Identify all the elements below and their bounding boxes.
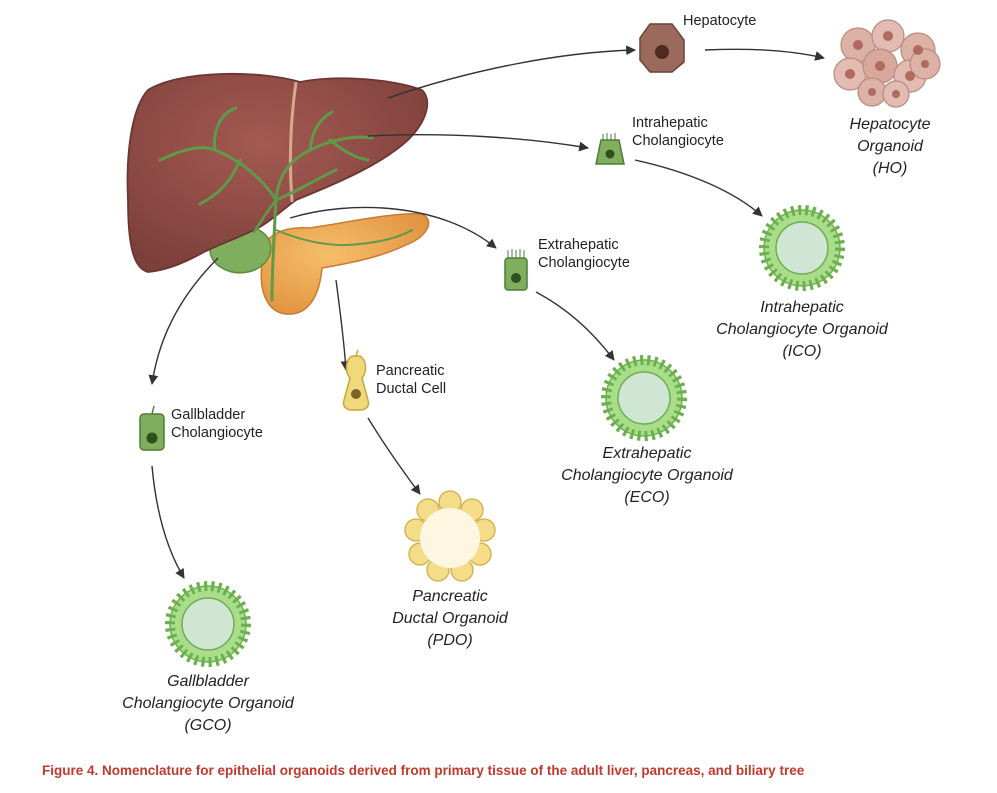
organ-illustration xyxy=(126,72,430,315)
hepatocyte-organoid-icon xyxy=(833,19,941,108)
falciform-ligament xyxy=(288,81,298,203)
ductal-cell-icon xyxy=(342,349,370,411)
arrow-liver-intrahepatic xyxy=(367,134,589,152)
label-ico: Intrahepatic Cholangiocyte Organoid (ICO… xyxy=(716,299,888,360)
arrow-pancreas-ductal xyxy=(335,279,351,371)
liver-shape xyxy=(126,72,429,273)
hepatocyte-cell-icon xyxy=(639,23,685,73)
pancreas-shape xyxy=(260,212,430,315)
label-intrahepatic-cholangiocyte: Intrahepatic Cholangiocyte xyxy=(632,115,724,149)
arrow-liver-hepatocyte xyxy=(387,45,636,99)
label-pdo: Pancreatic Ductal Organoid (PDO) xyxy=(392,588,508,649)
gco-organoid-icon xyxy=(165,581,251,667)
label-extrahepatic-cholangiocyte: Extrahepatic Cholangiocyte xyxy=(538,237,630,271)
figure-caption: Figure 4. Nomenclature for epithelial or… xyxy=(42,763,805,778)
arrow-pancreas-extrahepatic xyxy=(289,206,497,249)
label-gco: Gallbladder Cholangiocyte Organoid (GCO) xyxy=(122,673,294,734)
extrahepatic-cell-icon xyxy=(504,249,528,291)
arrow-ductal-pdo xyxy=(367,417,421,495)
label-gallbladder-cholangiocyte: Gallbladder Cholangiocyte xyxy=(171,407,263,441)
label-ho: Hepatocyte Organoid (HO) xyxy=(849,116,931,177)
arrow-hepatocyte-ho xyxy=(704,48,825,61)
biliary-tree xyxy=(158,106,413,302)
pdo-organoid-icon xyxy=(404,490,496,582)
ico-organoid-icon xyxy=(759,205,845,291)
arrow-gallbladder-cell xyxy=(148,257,219,385)
arrow-intrahepatic-ico xyxy=(634,159,763,217)
arrow-extrahepatic-eco xyxy=(535,291,615,361)
arrow-gallbladder-gco xyxy=(151,465,185,579)
intrahepatic-cell-icon xyxy=(595,133,625,165)
gallbladder-cell-icon xyxy=(139,405,165,451)
arrows xyxy=(148,45,825,579)
eco-organoid-icon xyxy=(601,355,687,441)
label-pancreatic-ductal-cell: Pancreatic Ductal Cell xyxy=(376,363,447,397)
label-hepatocyte: Hepatocyte xyxy=(683,13,757,29)
label-eco: Extrahepatic Cholangiocyte Organoid (ECO… xyxy=(561,445,733,506)
